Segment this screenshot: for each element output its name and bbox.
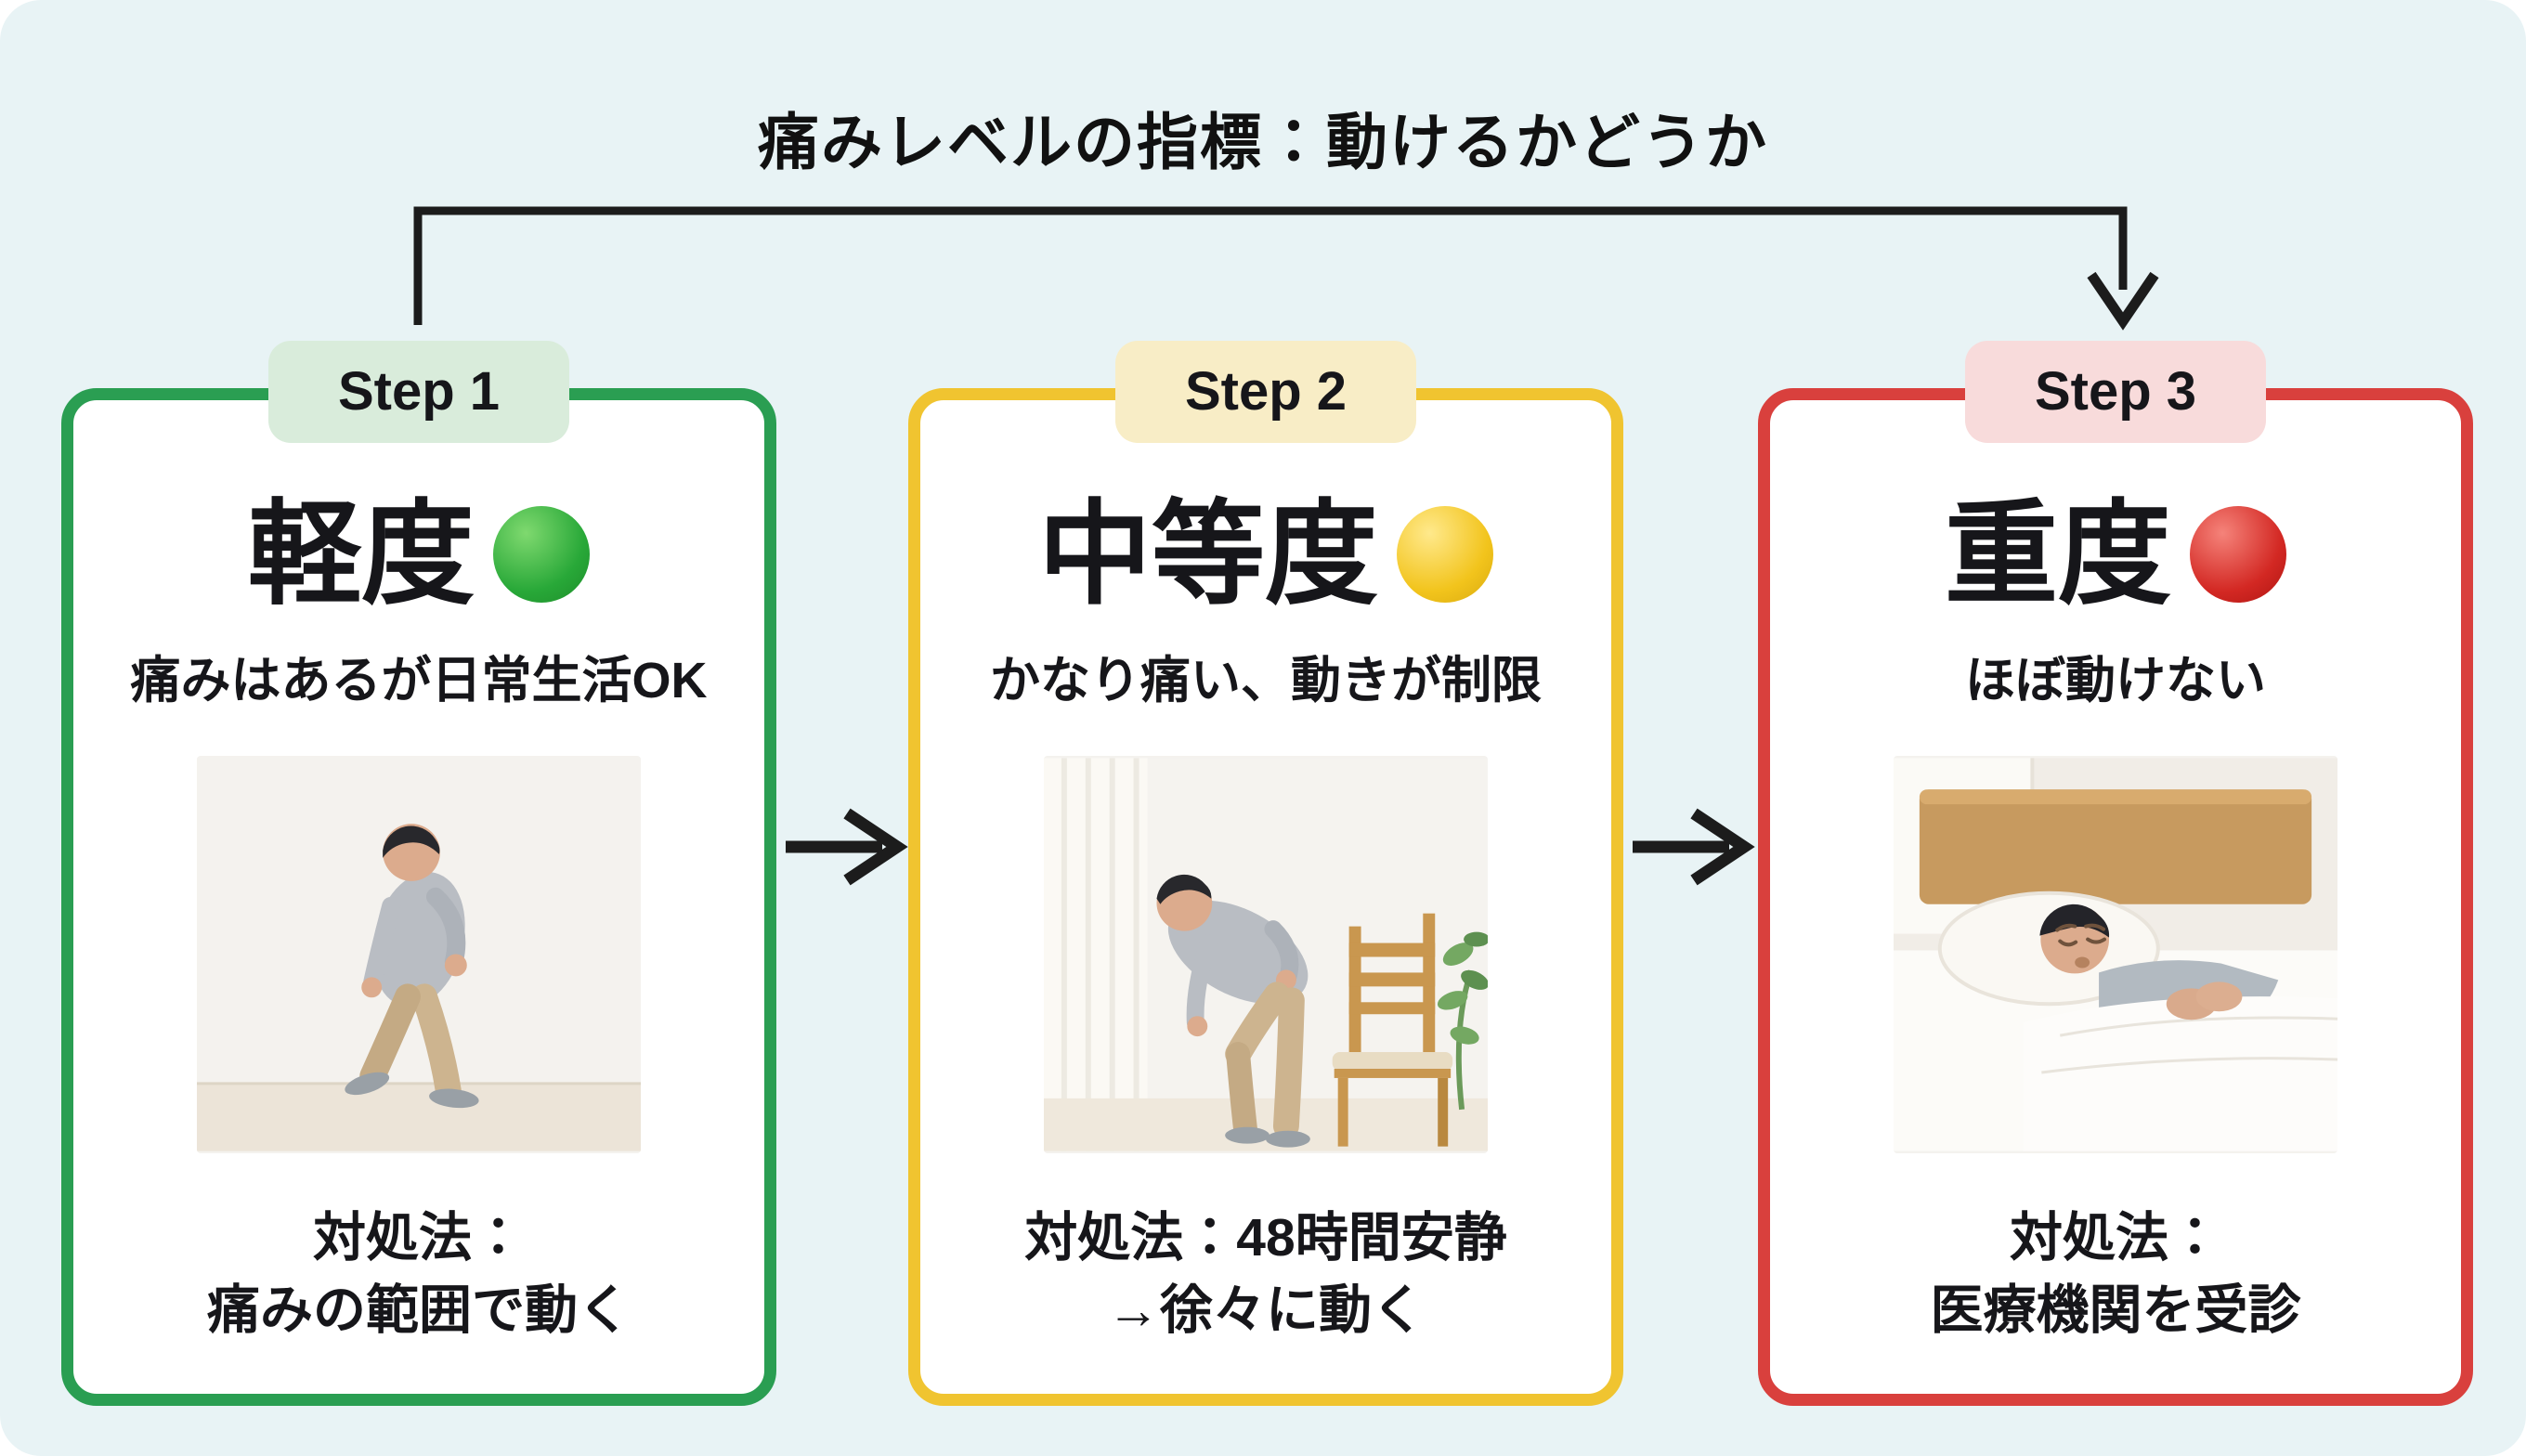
step2-severity: 中等度 — [920, 493, 1611, 616]
yellow-circle-icon — [1397, 506, 1493, 603]
arrowhead-down-icon — [2087, 271, 2159, 331]
step1-severity-label: 軽度 — [248, 491, 475, 618]
walking-man-illustration — [197, 758, 641, 1151]
wooden-chair — [1332, 913, 1453, 1147]
step2-severity-label: 中等度 — [1038, 491, 1378, 618]
step2-treatment-line1: 対処法：48時間安静 — [1024, 1207, 1507, 1268]
walking-man-figure — [345, 823, 479, 1108]
step3-treatment-line1: 対処法： — [2010, 1207, 2221, 1268]
plant — [1437, 931, 1488, 1110]
arrow-step1-to-step2-icon — [786, 808, 908, 886]
step1-treatment-line1: 対処法： — [313, 1207, 525, 1268]
step1-treatment: 対処法： 痛みの範囲で動く — [73, 1202, 764, 1347]
bending-man-figure — [1156, 874, 1310, 1148]
bending-man-illustration — [1044, 758, 1488, 1151]
step1-card: Step 1 軽度 痛みはあるが日常生活OK — [61, 341, 776, 1406]
step2-description: かなり痛い、動きが制限 — [990, 653, 1542, 708]
step1-description: 痛みはあるが日常生活OK — [130, 653, 708, 708]
step3-description: ほぼ動けない — [1965, 653, 2266, 708]
man-in-bed-illustration — [1894, 758, 2337, 1151]
step3-treatment: 対処法： 医療機関を受診 — [1770, 1202, 2461, 1347]
step1-photo — [197, 755, 641, 1153]
step3-severity-label: 重度 — [1945, 491, 2171, 618]
green-circle-icon — [493, 506, 590, 603]
flow-bracket-step1-to-step3 — [413, 206, 2159, 331]
step2-treatment-line2: →徐々に動く — [1107, 1280, 1425, 1341]
step3-badge: Step 3 — [1965, 341, 2266, 443]
step2-badge: Step 2 — [1115, 341, 1416, 443]
step2-card: Step 2 中等度 かなり痛い、動きが制限 — [908, 341, 1623, 1406]
step1-severity: 軽度 — [73, 493, 764, 616]
step3-card: Step 3 重度 ほぼ動けない — [1758, 341, 2473, 1406]
step2-photo — [1044, 755, 1488, 1153]
step3-treatment-line2: 医療機関を受診 — [1930, 1280, 2301, 1341]
step2-treatment: 対処法：48時間安静 →徐々に動く — [920, 1202, 1611, 1347]
blanket — [2023, 995, 2337, 1151]
step1-treatment-line2: 痛みの範囲で動く — [207, 1280, 631, 1341]
lying-man-figure — [2023, 904, 2337, 1151]
bed-headboard — [1919, 789, 2312, 904]
red-circle-icon — [2190, 506, 2286, 603]
page-title: 痛みレベルの指標：動けるかどうか — [758, 108, 1768, 176]
step1-badge: Step 1 — [268, 341, 569, 443]
step3-severity: 重度 — [1770, 493, 2461, 616]
arrow-step2-to-step3-icon — [1633, 808, 1755, 886]
step3-photo — [1894, 755, 2337, 1153]
